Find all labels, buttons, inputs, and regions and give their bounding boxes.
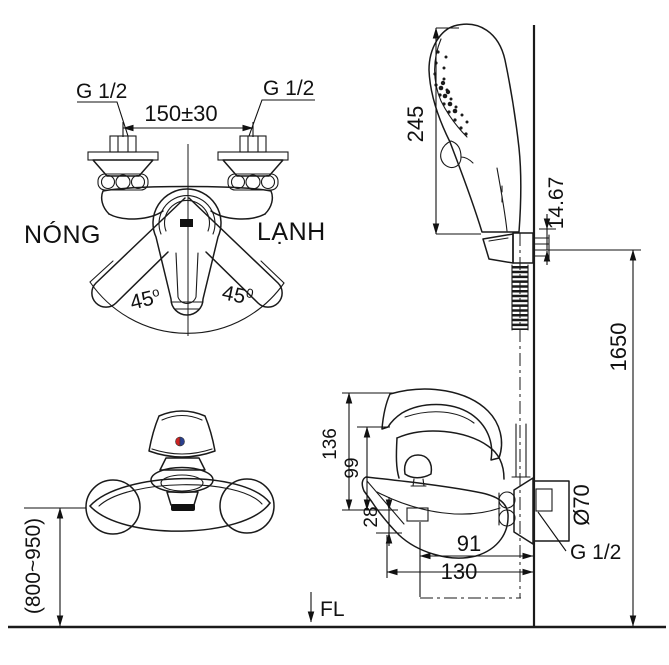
dim-dia70-label: Ø70 [569, 484, 594, 526]
handle-indicator-mark [180, 219, 193, 227]
side-body [395, 437, 400, 479]
front-body [100, 185, 274, 220]
shower-face-nozzles [433, 50, 469, 136]
wall-thread-leader [537, 511, 567, 552]
side-lever [381, 388, 503, 461]
side-wall-mount [498, 477, 570, 545]
shower-bracket [482, 232, 550, 264]
front-inlet-left [87, 135, 159, 191]
side-aerator [406, 507, 429, 522]
inlet-right-leader [248, 99, 315, 137]
dim-99-label: 99 [342, 457, 363, 478]
front-inlet-right [217, 135, 289, 191]
hand-shower [428, 23, 550, 598]
floor-level-label: FL [320, 598, 345, 621]
top-handle-cap [148, 410, 216, 458]
swing-angle-left-label: 45o [128, 284, 163, 315]
front-view: G 1/2 G 1/2 150±30 NÓNG LẠNH 45o 450 [24, 77, 326, 336]
shower-head-outline [428, 23, 522, 233]
wall-thread-label: G 1/2 [570, 541, 621, 564]
side-inwall-fitting [533, 480, 570, 542]
swing-angle-right-label: 450 [220, 280, 255, 310]
shower-pivot-loop [440, 140, 474, 169]
wall-and-floor: FL [8, 25, 666, 629]
hot-label: NÓNG [24, 220, 101, 249]
dim-91-label: 91 [457, 531, 481, 556]
side-view-dimensions: 136 99 28 91 130 Ø70 G 1/2 [320, 392, 621, 599]
side-wall-thread-socket [535, 488, 553, 512]
front-handle-bell [152, 188, 222, 316]
inlet-right-thread-label: G 1/2 [263, 77, 314, 100]
dim-1467-label: 14.67 [545, 177, 568, 230]
top-flange-right [219, 478, 275, 534]
dim-28-label: 28 [361, 506, 382, 527]
top-handle-neck [159, 457, 206, 471]
dim-130-label: 130 [441, 559, 478, 584]
top-body-lens [89, 477, 271, 532]
front-phantom-handles [91, 197, 283, 308]
front-rotation-arc [89, 260, 285, 334]
shower-hose [511, 233, 531, 598]
side-lower-body [361, 476, 509, 559]
top-flange-left [85, 479, 141, 535]
indicator-dot-blue [179, 436, 185, 447]
inlet-left-leader [77, 101, 129, 137]
inlet-distance-label: 150±30 [144, 101, 217, 126]
dim-800-950-label: (800~950) [22, 518, 45, 614]
shower-dimensions: 245 14.67 1650 [403, 27, 641, 627]
side-view: 136 99 28 91 130 Ø70 G 1/2 [320, 388, 621, 599]
dim-136-label: 136 [320, 428, 341, 460]
inlet-left-thread-label: G 1/2 [76, 80, 127, 103]
indicator-dot-red [175, 436, 181, 447]
top-spout-aerator [166, 491, 199, 511]
dim-245-label: 245 [403, 106, 428, 143]
shower-handle-line [496, 167, 508, 232]
side-eccentric-flange [513, 477, 534, 545]
bracket-wall-pins [532, 234, 550, 260]
cold-label: LẠNH [257, 218, 326, 246]
top-view: (800~950) [22, 410, 275, 627]
dim-1650-label: 1650 [606, 323, 631, 372]
